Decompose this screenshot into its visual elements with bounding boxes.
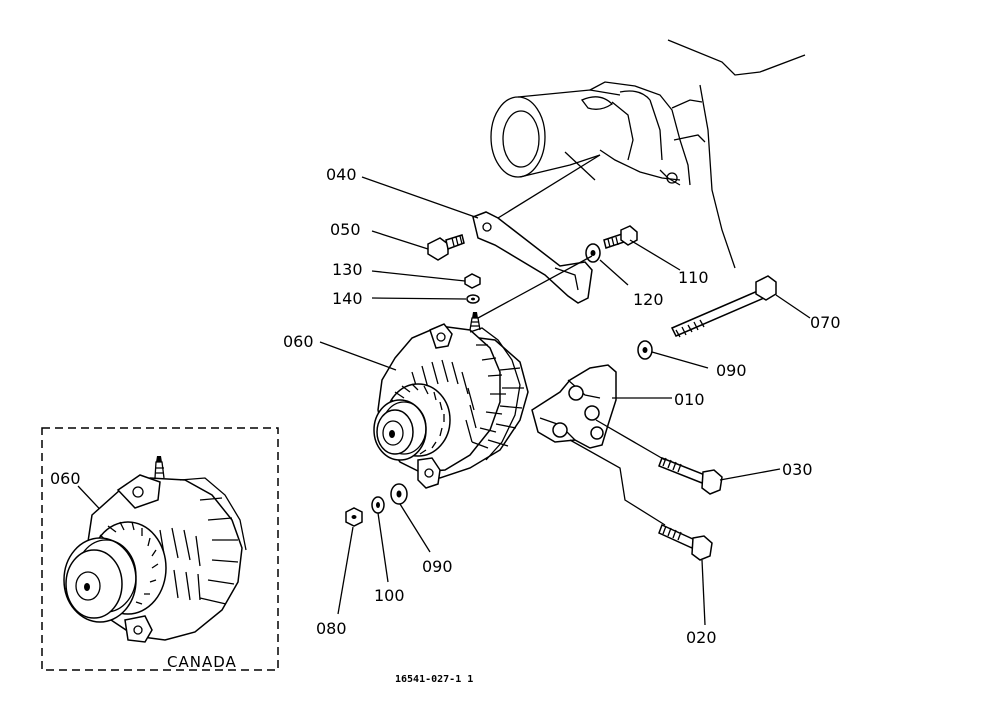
nut-080 [345,507,363,527]
washer-120 [585,243,601,263]
bolt-110 [603,225,638,249]
washer-090-upper [637,340,653,360]
alternator-main [373,312,529,489]
label-060: 060 [283,332,314,351]
drawing-number: 16541-027-1 1 [395,674,473,685]
label-050: 050 [330,220,361,239]
label-040: 040 [326,165,357,184]
bolt-050 [427,234,465,261]
alternator-inset [63,456,247,643]
inset-region-label: CANADA [167,653,237,671]
label-080: 080 [316,619,347,638]
washer-140 [466,294,480,304]
washer-090-lower [390,483,408,505]
leader-lines [319,176,811,626]
label-090-upper: 090 [716,361,747,380]
label-140: 140 [332,289,363,308]
label-100: 100 [374,586,405,605]
bolt-070 [670,275,777,338]
label-130: 130 [332,260,363,279]
label-060-inset: 060 [50,469,81,488]
bolt-030 [658,457,723,495]
label-030: 030 [782,460,813,479]
label-020: 020 [686,628,717,647]
label-110: 110 [678,268,709,287]
lock-washer-100 [371,496,385,514]
engine-block [490,39,806,269]
label-010: 010 [674,390,705,409]
canada-inset: 060 CANADA [41,427,279,671]
mounting-bracket [531,364,617,449]
adjusting-bracket [472,154,601,304]
label-120: 120 [633,290,664,309]
label-070: 070 [810,313,841,332]
label-090-lower: 090 [422,557,453,576]
bolt-020 [658,523,713,561]
nut-130 [464,273,481,289]
